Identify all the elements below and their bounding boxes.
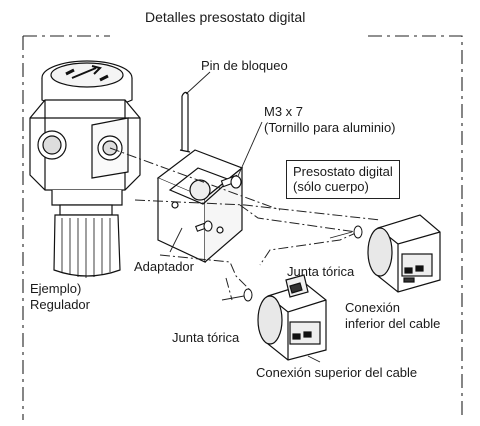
regulator-label: Regulador (30, 297, 90, 312)
lock-pin-drawing (179, 91, 191, 153)
screw-spec-label: M3 x 7 (264, 104, 304, 119)
switch-title-label: Presostato digital (293, 164, 393, 179)
switch-top-cable-drawing (257, 274, 327, 361)
switch-bottom-cable-drawing (367, 214, 441, 293)
switch-note-label: (sólo cuerpo) (293, 179, 369, 194)
dashed-frame (22, 35, 463, 420)
leader-lines (169, 71, 353, 363)
bottom-conn-label-1: Conexión (345, 300, 400, 315)
top-conn-label: Conexión superior del cable (256, 365, 418, 380)
bottom-conn-label-2: inferior del cable (345, 316, 441, 331)
lock-pin-label: Pin de bloqueo (201, 58, 288, 73)
example-label: Ejemplo) (30, 281, 82, 296)
adapter-label: Adaptador (134, 259, 194, 274)
screw-note-label: (Tornillo para aluminio) (264, 120, 396, 135)
screw-drawing (195, 174, 242, 232)
assembly-guide-lines (109, 147, 381, 301)
regulator-drawing (29, 60, 141, 278)
adapter-drawing (156, 149, 244, 263)
oring-upper-drawing (353, 225, 363, 239)
diagram-title: Detalles presostato digital (145, 9, 306, 25)
switch-callout-box: Presostato digital (sólo cuerpo) (286, 160, 400, 199)
oring-upper-label: Junta tórica (287, 264, 355, 279)
oring-lower-drawing (243, 288, 253, 302)
oring-lower-label: Junta tórica (172, 330, 240, 345)
